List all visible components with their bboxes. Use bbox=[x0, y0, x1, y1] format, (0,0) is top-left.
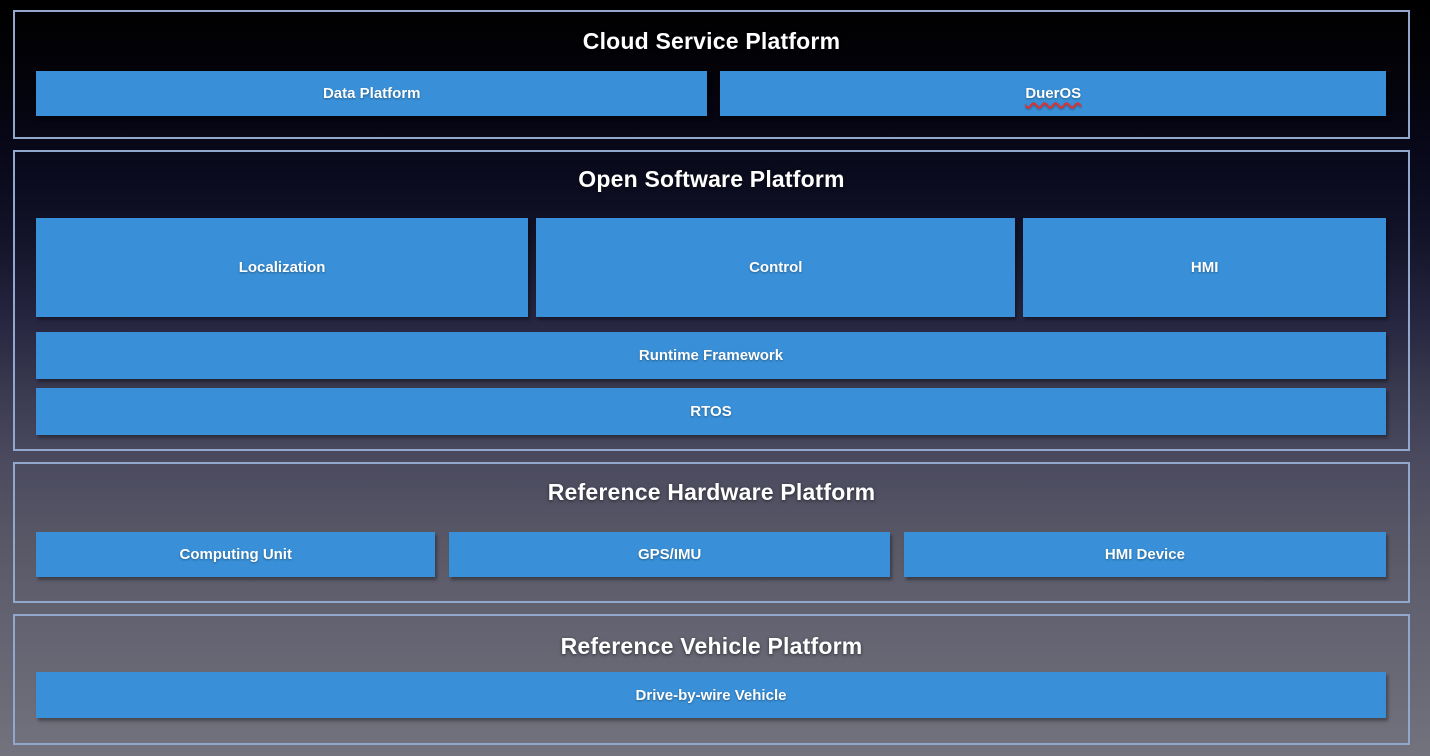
box-dueros: DuerOS bbox=[720, 71, 1386, 116]
section-title: Cloud Service Platform bbox=[582, 28, 841, 54]
box-label: Localization bbox=[238, 259, 326, 276]
box-hmi: HMI bbox=[1023, 218, 1386, 317]
row: Data Platform DuerOS bbox=[36, 71, 1386, 116]
box-drive-by-wire-vehicle: Drive-by-wire Vehicle bbox=[36, 672, 1386, 718]
row: Runtime Framework bbox=[36, 332, 1386, 379]
section-title: Reference Hardware Platform bbox=[547, 479, 876, 505]
box-label: RTOS bbox=[690, 403, 732, 420]
box-computing-unit: Computing Unit bbox=[36, 532, 436, 577]
box-label: DuerOS bbox=[1025, 85, 1082, 102]
box-label: Data Platform bbox=[322, 85, 421, 102]
box-label: HMI Device bbox=[1104, 546, 1185, 563]
box-hmi-device: HMI Device bbox=[903, 532, 1386, 577]
box-rtos: RTOS bbox=[36, 388, 1386, 435]
row: RTOS bbox=[36, 388, 1386, 435]
section-title: Reference Vehicle Platform bbox=[560, 633, 863, 659]
box-data-platform: Data Platform bbox=[36, 71, 708, 116]
box-label: Drive-by-wire Vehicle bbox=[635, 686, 787, 704]
box-label: Computing Unit bbox=[179, 546, 292, 563]
box-label: Runtime Framework bbox=[638, 347, 784, 364]
box-control: Control bbox=[536, 218, 1016, 317]
box-localization: Localization bbox=[36, 218, 529, 317]
box-runtime-framework: Runtime Framework bbox=[36, 332, 1386, 379]
section-title: Open Software Platform bbox=[578, 166, 845, 192]
row: Localization Control HMI bbox=[36, 218, 1386, 317]
box-label: HMI bbox=[1190, 259, 1219, 276]
row: Computing Unit GPS/IMU HMI Device bbox=[36, 532, 1386, 577]
row: Drive-by-wire Vehicle bbox=[36, 672, 1386, 718]
box-label: GPS/IMU bbox=[637, 546, 702, 563]
box-gps-imu: GPS/IMU bbox=[449, 532, 890, 577]
box-label: Control bbox=[749, 259, 803, 276]
